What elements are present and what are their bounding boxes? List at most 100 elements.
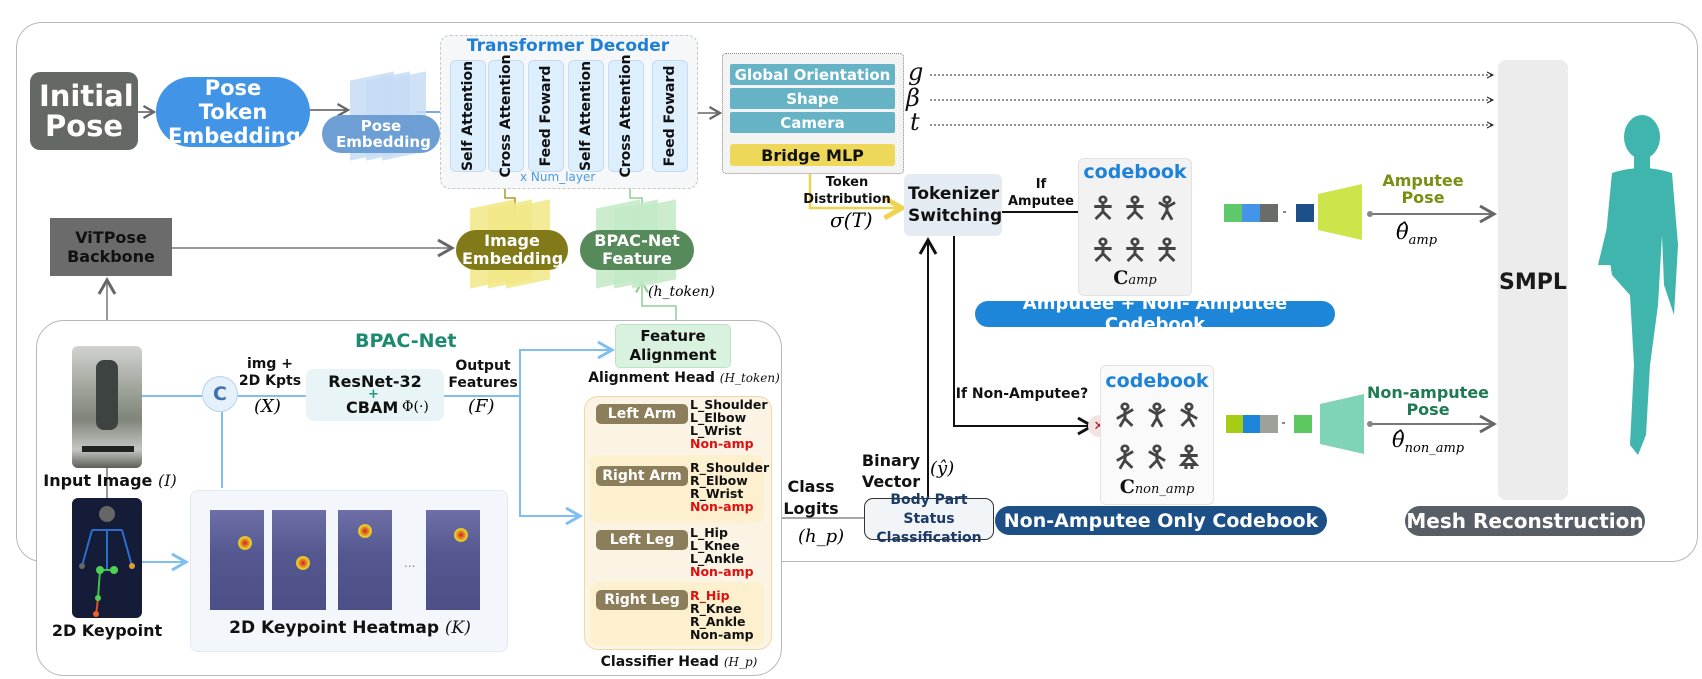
heatmap-thumbnail <box>272 510 326 610</box>
heatmap-thumbnail <box>338 510 392 610</box>
stick-figure-icon: 🯅 <box>1121 191 1149 226</box>
pose-token-embedding: Pose Token Embedding <box>156 76 310 148</box>
image-embedding: Image Embedding <box>456 230 568 270</box>
cbam-label: CBAM <box>346 398 399 417</box>
heatmap-ellipsis: ... <box>404 556 416 570</box>
token-distribution-arrow <box>808 166 902 208</box>
symbol-beta: β <box>906 84 920 112</box>
heatmap-thumbnail <box>210 510 264 610</box>
stick-figure-icon: 🯈 <box>1143 440 1171 475</box>
shape-head: Shape <box>730 88 895 109</box>
codebook-amp: codebook 🯅 🯅 🯆 🯅 🯅 🯅 Camp <box>1078 158 1192 296</box>
num-layer-label: x Num_layer <box>520 170 596 184</box>
codebook-non-amp-title: codebook <box>1105 370 1209 392</box>
heatmap-label: 2D Keypoint Heatmap (K) <box>229 618 471 638</box>
symbol-t: t <box>910 108 920 136</box>
stick-figure-icon: 🯅 <box>1089 233 1117 268</box>
concat-node: C <box>202 376 238 412</box>
c-amp-symbol: Camp <box>1113 267 1157 289</box>
feature-alignment: Feature Alignment <box>615 324 731 368</box>
non-amp-decoder-trapezoid-icon <box>1320 394 1364 454</box>
non-amputee-codebook-pill: Non-Amputee Only Codebook <box>995 506 1327 535</box>
vitpose-backbone: ViTPose Backbone <box>50 218 172 276</box>
decoder-layer: Feed Foward <box>652 60 688 172</box>
keypoint-skeleton-image <box>72 498 142 618</box>
if-non-amputee-label: If Non-Amputee? <box>955 386 1089 402</box>
amp-pose-figures: 🯅 🯅 🯆 🯅 🯅 🯅 <box>1087 189 1183 271</box>
plus-sign: + <box>368 387 379 402</box>
dotted-param-arrows <box>930 71 1495 129</box>
stick-figure-icon: 🯅 <box>1121 233 1149 268</box>
part-right-arm: Right Arm <box>596 466 688 486</box>
theta-amp-symbol: θ̂amp <box>1396 220 1438 249</box>
classifier-head-label: Classifier Head (H_p) <box>600 654 758 670</box>
stick-figure-icon: 🯇 <box>1111 398 1139 433</box>
output-features-label: Output Features <box>448 358 518 391</box>
stick-figure-icon: 🯆 <box>1153 191 1181 226</box>
theta-non-amp-symbol: θ̂non_amp <box>1392 428 1465 457</box>
decoder-layer: Feed Foward <box>528 60 564 172</box>
x-symbol: (X) <box>254 396 281 417</box>
resnet-label: ResNet-32 <box>328 372 422 391</box>
class-logits-label: Class Logits <box>783 477 839 518</box>
tokenizer-switching: Tokenizer Switching <box>904 174 1002 236</box>
pipeline-frame <box>16 22 1698 562</box>
stick-figure-icon: 🯇 <box>1111 440 1139 475</box>
token-chip <box>1260 415 1278 433</box>
keypoint-label: 2D Keypoint <box>51 621 163 640</box>
amp-decoder-trapezoid-icon <box>1318 184 1362 240</box>
f-symbol: (F) <box>468 396 495 417</box>
decoder-layer: Cross Attention <box>608 54 644 178</box>
skeleton-icon <box>79 506 135 617</box>
decoder-layer: Cross Attention <box>488 54 524 178</box>
initial-pose-box: Initial Pose <box>30 72 138 150</box>
token-chip <box>1226 415 1244 433</box>
token-chip <box>1296 204 1314 222</box>
part-left-arm: Left Arm <box>596 404 688 424</box>
transformer-decoder-title: Transformer Decoder <box>466 36 670 56</box>
alignment-head-label: Alignment Head (H_token) <box>588 370 780 386</box>
token-chip <box>1260 204 1278 222</box>
non-amp-pose-figures: 🯇 🯆 🯈 🯇 🯈 🯉 <box>1109 396 1205 478</box>
if-non-amputee-arrow <box>953 236 1096 436</box>
input-image-label: Input Image (I) <box>43 471 177 490</box>
bpac-net-title: BPAC-Net <box>355 330 457 352</box>
non-amputee-pose-label: Non-amputee Pose <box>1366 383 1490 419</box>
h-p-symbol: (h_p) <box>798 526 845 547</box>
mesh-reconstruction-pill: Mesh Reconstruction <box>1405 506 1645 536</box>
token-chip <box>1224 204 1242 222</box>
binary-vector-label: Binary Vector <box>861 451 921 491</box>
alignment-to-feature <box>635 279 677 324</box>
token-chip <box>1294 415 1312 433</box>
bridge-mlp: Bridge MLP <box>730 144 895 166</box>
phi-symbol: Φ(·) <box>402 399 429 415</box>
y-hat-symbol: (ŷ) <box>930 458 955 479</box>
token-chip <box>1243 415 1261 433</box>
smpl-block <box>1498 60 1568 500</box>
codebook-non-amp: codebook 🯇 🯆 🯈 🯇 🯈 🯉 Cnon_amp <box>1100 365 1214 505</box>
resnet-cbam-block: ResNet-32 + CBAM Φ(·) <box>306 369 444 421</box>
if-amputee-label: If Amputee <box>1007 177 1074 209</box>
token-chip <box>1242 204 1260 222</box>
symbol-g: g <box>908 58 924 86</box>
sigma-t-symbol: σ(T) <box>830 208 873 232</box>
part-right-leg: Right Leg <box>596 590 688 610</box>
pose-embedding: Pose Embedding <box>322 115 440 153</box>
decoder-layer: Self Attention <box>568 60 604 172</box>
smpl-label: SMPL <box>1499 270 1567 295</box>
human-mesh-icon <box>1598 115 1678 455</box>
stick-figure-icon: 🯅 <box>1089 191 1117 226</box>
stick-figure-icon: 🯆 <box>1143 398 1171 433</box>
c-non-amp-symbol: Cnon_amp <box>1119 476 1195 498</box>
stick-figure-icon: 🯉 <box>1175 440 1203 475</box>
part-left-leg: Left Leg <box>596 530 688 550</box>
token-distribution-label: Token Distribution <box>803 175 891 207</box>
amputee-pose-label: Amputee Pose <box>1382 171 1464 207</box>
stick-figure-icon: 🯈 <box>1175 398 1203 433</box>
chip-ellipsis <box>1283 211 1286 213</box>
bpac-net-feature: BPAC-Net Feature <box>580 230 694 270</box>
chip-ellipsis <box>1282 422 1285 424</box>
